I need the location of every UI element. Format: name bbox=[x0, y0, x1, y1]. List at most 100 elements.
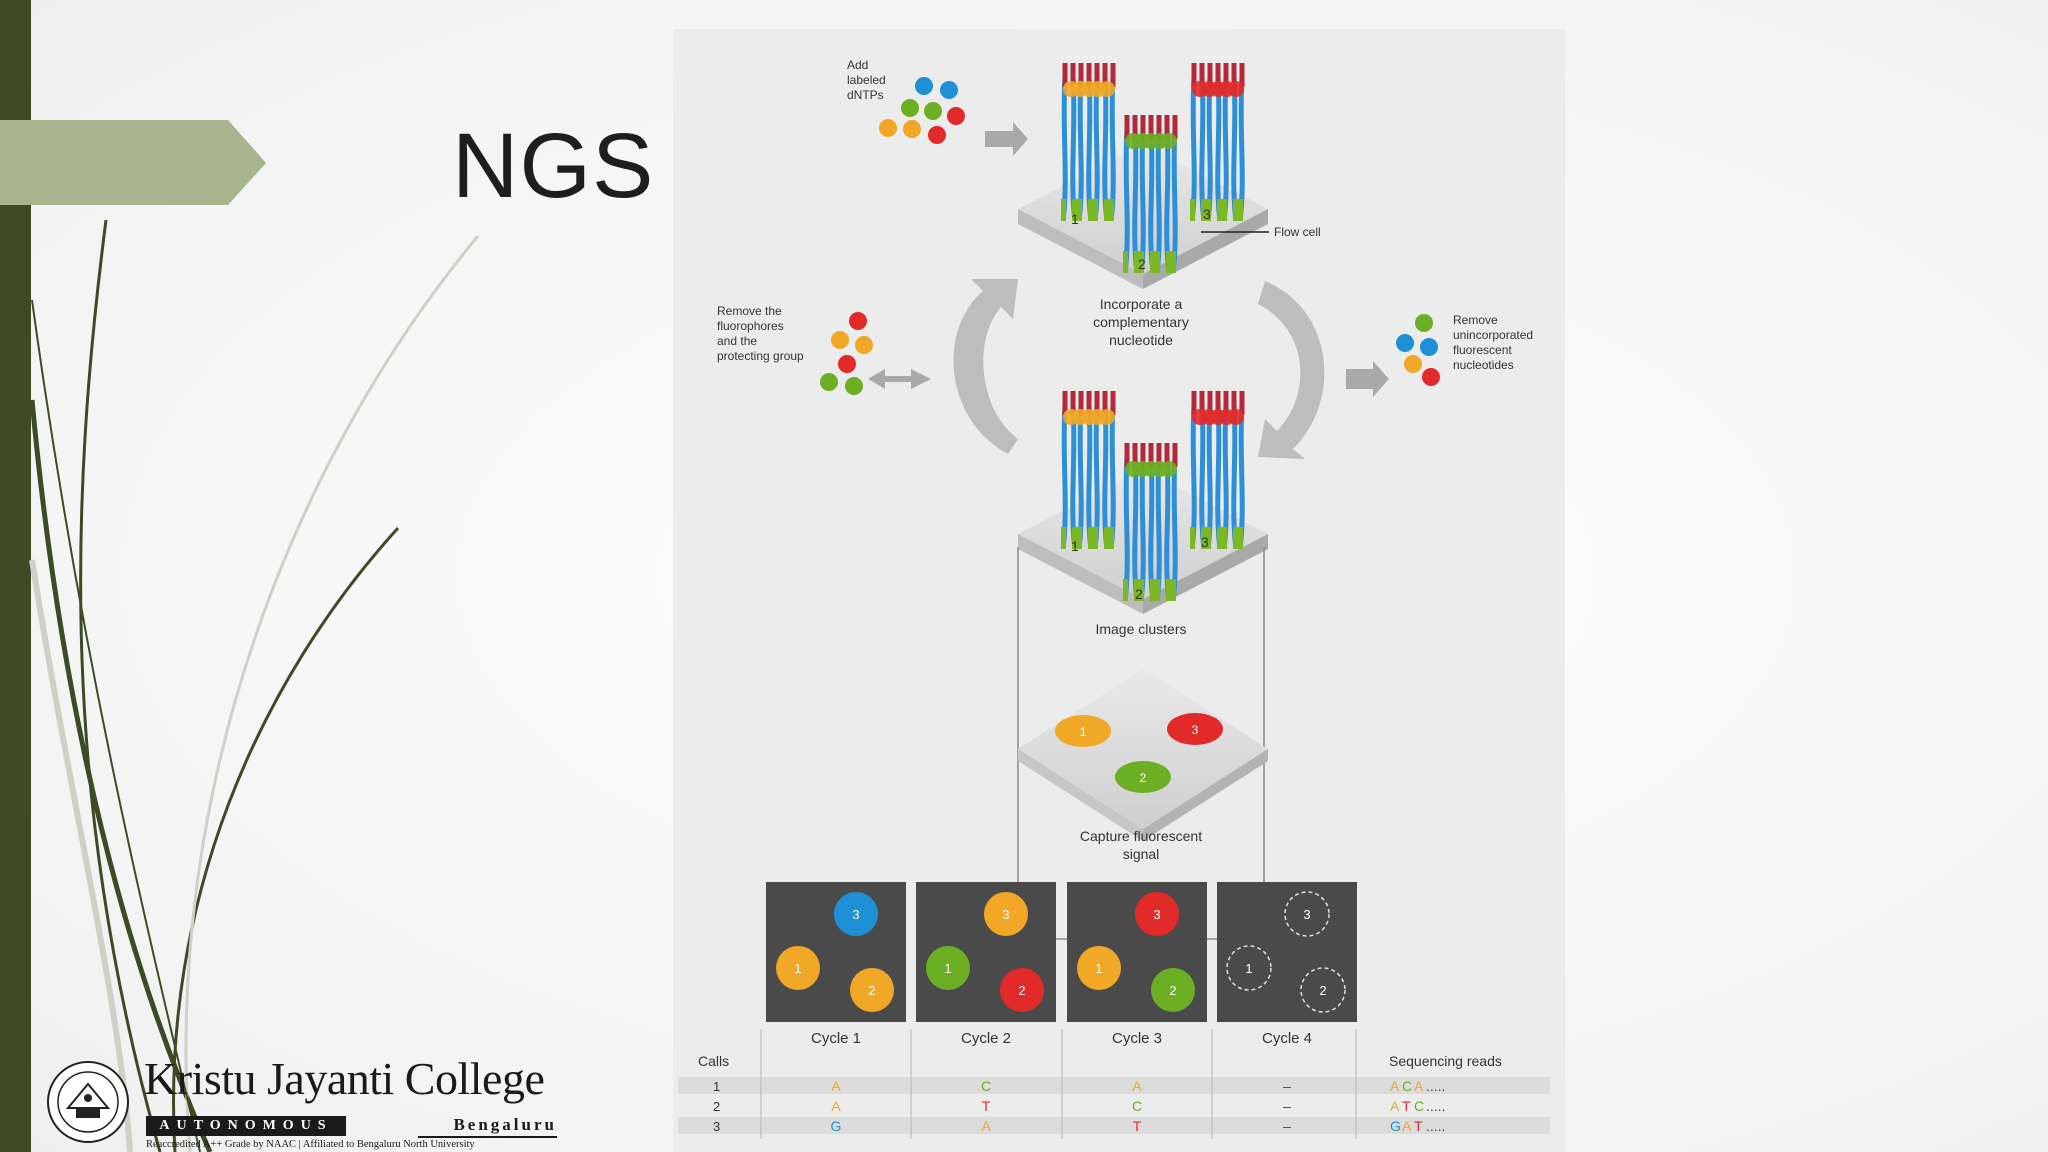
top-flow-cell: 1 2 3 Flow cell bbox=[1018, 63, 1321, 289]
incorporated-nucleotide bbox=[1161, 461, 1177, 477]
incorporated-nucleotide bbox=[1228, 409, 1244, 425]
cluster-number-2: 2 bbox=[1135, 586, 1143, 602]
cluster-spot-number: 3 bbox=[852, 907, 859, 922]
incorporated-nucleotide bbox=[1099, 409, 1115, 425]
autonomous-banner: AUTONOMOUS Bengaluru bbox=[146, 1116, 557, 1138]
incorporated-nucleotide bbox=[1228, 81, 1244, 97]
cycle-arrow-right bbox=[1258, 281, 1325, 459]
incorporate-label-line: nucleotide bbox=[1109, 332, 1173, 348]
dntp-dot bbox=[915, 77, 933, 95]
row-number: 3 bbox=[713, 1119, 720, 1134]
remove-fluoro-line: protecting group bbox=[717, 349, 804, 363]
cluster-spot-number: 2 bbox=[868, 983, 875, 998]
read-dots: ..... bbox=[1426, 1118, 1445, 1134]
base-call: A bbox=[981, 1118, 991, 1134]
dna-strand bbox=[1061, 404, 1068, 546]
cluster-spot-3 bbox=[834, 892, 878, 936]
cluster-number-3: 3 bbox=[1201, 534, 1209, 550]
read-base: C bbox=[1414, 1098, 1424, 1114]
base-call: A bbox=[1132, 1078, 1142, 1094]
cluster-number-1: 1 bbox=[1071, 211, 1079, 227]
dna-strand bbox=[1171, 456, 1178, 598]
dna-strand bbox=[1164, 128, 1171, 270]
cycle-arrow-left bbox=[953, 279, 1018, 454]
dna-strand bbox=[1109, 76, 1116, 218]
dna-strand bbox=[1206, 76, 1213, 218]
remove-arrow-right bbox=[1346, 361, 1389, 397]
dna-strand bbox=[1077, 404, 1084, 546]
dntp-dot bbox=[940, 81, 958, 99]
reads-header: Sequencing reads bbox=[1389, 1053, 1502, 1069]
grass-blade bbox=[29, 399, 213, 1152]
row-number: 2 bbox=[713, 1099, 720, 1114]
college-tagline: Reaccredited A++ Grade by NAAC | Affilia… bbox=[146, 1139, 475, 1150]
grass-blade bbox=[79, 219, 162, 1152]
removed-dot bbox=[838, 355, 856, 373]
removed-dot bbox=[849, 312, 867, 330]
read-base: T bbox=[1402, 1098, 1411, 1114]
base-call: C bbox=[981, 1078, 991, 1094]
row-number: 1 bbox=[713, 1079, 720, 1094]
cluster-spot-2 bbox=[1000, 968, 1044, 1012]
calls-header: Calls bbox=[698, 1053, 729, 1069]
capture-spot-3 bbox=[1167, 713, 1223, 745]
dna-strand bbox=[1222, 76, 1229, 218]
city-label: Bengaluru bbox=[418, 1116, 557, 1138]
dna-strand bbox=[1070, 404, 1077, 546]
base-call: A bbox=[831, 1098, 841, 1114]
dntp-dot bbox=[879, 119, 897, 137]
dna-strand bbox=[1199, 404, 1206, 546]
dna-strand bbox=[1093, 76, 1100, 218]
remove-unincorporated-line: fluorescent bbox=[1453, 343, 1512, 357]
dna-strand bbox=[1171, 128, 1178, 270]
dna-strand bbox=[1190, 404, 1197, 546]
cluster-number-1: 1 bbox=[1071, 538, 1079, 554]
cluster-number-2: 2 bbox=[1138, 256, 1146, 272]
remove-unincorporated-line: unincorporated bbox=[1453, 328, 1533, 342]
table-row-band bbox=[678, 1077, 1550, 1094]
dna-strand bbox=[1148, 128, 1155, 270]
base-call: – bbox=[1283, 1098, 1291, 1114]
cluster-spot-1 bbox=[926, 946, 970, 990]
table-row-band bbox=[678, 1117, 1550, 1134]
dna-strand bbox=[1215, 76, 1222, 218]
dna-strand bbox=[1102, 404, 1109, 546]
cluster-spot-number: 3 bbox=[1303, 907, 1310, 922]
incorporate-label-line: Incorporate a bbox=[1100, 296, 1183, 312]
dna-strand bbox=[1123, 456, 1130, 598]
add-label-line: Add bbox=[847, 58, 868, 72]
capture-plate: 1 3 2 bbox=[1018, 669, 1268, 841]
dna-strand bbox=[1199, 76, 1206, 218]
svg-text:3: 3 bbox=[1192, 723, 1199, 737]
dntp-dot bbox=[901, 99, 919, 117]
read-base: C bbox=[1402, 1078, 1412, 1094]
grass-blade bbox=[31, 299, 201, 1152]
dntp-dot bbox=[947, 107, 965, 125]
dna-strand bbox=[1086, 76, 1093, 218]
title-ribbon bbox=[0, 120, 266, 205]
cluster-spot-3 bbox=[984, 892, 1028, 936]
capture-label-line: signal bbox=[1123, 846, 1160, 862]
remove-unincorporated-line: nucleotides bbox=[1453, 358, 1514, 372]
dna-strand bbox=[1139, 456, 1146, 598]
dna-strand bbox=[1086, 404, 1093, 546]
cluster-spot-1 bbox=[1226, 945, 1272, 991]
base-call: – bbox=[1283, 1078, 1291, 1094]
image-clusters-label: Image clusters bbox=[1095, 621, 1186, 637]
incorporate-label-line: complementary bbox=[1093, 314, 1189, 330]
base-call: T bbox=[982, 1098, 991, 1114]
add-dntps-group: Add labeled dNTPs bbox=[847, 58, 1028, 156]
capture-spot-2 bbox=[1115, 761, 1171, 793]
removed-dot bbox=[855, 336, 873, 354]
cluster-spot-number: 3 bbox=[1002, 907, 1009, 922]
remove-unincorporated-line: Remove bbox=[1453, 313, 1498, 327]
remove-arrow-left-head bbox=[868, 369, 885, 389]
unincorporated-dot bbox=[1422, 368, 1440, 386]
dna-strand bbox=[1061, 76, 1068, 218]
dntp-dot bbox=[928, 126, 946, 144]
read-base: A bbox=[1402, 1118, 1412, 1134]
